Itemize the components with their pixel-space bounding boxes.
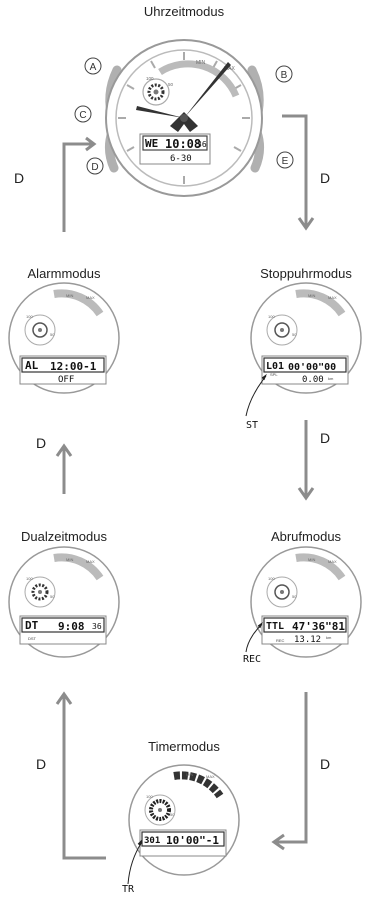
- recall-lcd-rec-label: REC: [276, 638, 285, 643]
- recall-lcd: [263, 617, 347, 633]
- timer-lcd: [141, 831, 225, 847]
- dualtime-dial-100: 100: [26, 576, 33, 581]
- callout-rec: REC: [243, 654, 261, 665]
- timer-dial-min: MIN: [186, 772, 193, 777]
- stopwatch-lcd-unit: km: [328, 376, 334, 381]
- button-label-c: C: [79, 110, 86, 121]
- lcd-date: 6-30: [170, 154, 192, 164]
- alarm-lcd-mode: AL: [25, 359, 39, 372]
- arrow-label-d-bottom-left: D: [36, 756, 47, 772]
- recall-dial-max: MAX: [328, 559, 337, 564]
- recall-dial-50: 50: [292, 594, 297, 599]
- stopwatch-lcd-mode: L01: [266, 361, 284, 372]
- lcd-day: WE: [145, 137, 158, 150]
- mode-title-alarm: Alarmmodus: [27, 266, 101, 281]
- dial-max-label: MAX: [224, 66, 236, 72]
- mode-title-dualtime: Dualzeitmodus: [21, 529, 107, 544]
- lcd-seconds: 36: [197, 140, 207, 149]
- recall-dial-100: 100: [268, 576, 275, 581]
- dualtime-dial-50: 50: [50, 594, 55, 599]
- watch-timekeeping: MIN MAX 100 50 WE 10:08 36 6-30 A C D B …: [74, 39, 294, 197]
- alarm-dial-100: 100: [26, 314, 33, 319]
- arrow-label-d-middle-left: D: [36, 435, 47, 451]
- subdial-50-label: 50: [168, 82, 174, 87]
- watch-dualtime: MIN MAX 100 50 DT 9:08 36 DST: [8, 546, 120, 658]
- timer-lcd-time: 10'00"-1: [166, 834, 219, 847]
- recall-lcd-time: 47'36"81: [292, 620, 345, 633]
- watch-alarm: MIN MAX 100 50 AL 12:00-1 OFF: [8, 282, 120, 394]
- lcd-time: 10:08: [165, 137, 201, 151]
- arrow-recall-to-timer: [276, 692, 308, 844]
- dualtime-dial-min: MIN: [66, 557, 73, 562]
- stopwatch-dial-100: 100: [268, 314, 275, 319]
- alarm-dial-max: MAX: [86, 295, 95, 300]
- subdial-100-label: 100: [146, 76, 154, 81]
- dualtime-lcd-dst: DST: [28, 636, 37, 641]
- arrow-label-d-top-left: D: [14, 170, 25, 186]
- alarm-lcd-time: 12:00-1: [50, 360, 97, 373]
- arrow-label-d-middle-right: D: [320, 430, 331, 446]
- stopwatch-lcd: [263, 357, 347, 373]
- arrow-label-d-bottom-right: D: [320, 756, 331, 772]
- mode-title-timer: Timermodus: [148, 739, 220, 754]
- watch-recall: MIN MAX 100 50 TTL 47'36"81 REC 13.12 km: [245, 546, 362, 658]
- arrow-timer-to-dualtime: [62, 696, 106, 860]
- dualtime-lcd-seconds: 36: [92, 622, 102, 631]
- arrow-label-d-top-right: D: [320, 170, 331, 186]
- hour-hand: [136, 106, 184, 118]
- stopwatch-dial-min: MIN: [308, 293, 315, 298]
- dualtime-lcd-time: 9:08: [58, 620, 85, 633]
- watch-stopwatch: MIN MAX 100 50 L01 00'00"00 SPL 0.00 km: [245, 282, 362, 417]
- button-label-d: D: [91, 162, 98, 173]
- dualtime-lcd-mode: DT: [25, 619, 39, 632]
- stopwatch-lcd-time: 00'00"00: [288, 362, 336, 373]
- mode-title-timekeeping: Uhrzeitmodus: [143, 4, 225, 19]
- callout-tr: TR: [122, 884, 135, 895]
- alarm-dial-50: 50: [50, 332, 55, 337]
- watch-timer: MIN MAX 100 50 301 10'00"-1: [127, 764, 240, 885]
- recall-lcd-distance: 13.12: [294, 635, 321, 645]
- arrow-alarm-to-timekeeping: [62, 142, 92, 232]
- stopwatch-dial-50: 50: [292, 332, 297, 337]
- button-label-e: E: [282, 156, 289, 167]
- stopwatch-dial-max: MAX: [328, 295, 337, 300]
- timer-dial-50: 50: [170, 812, 175, 817]
- mode-title-stopwatch: Stoppuhrmodus: [260, 266, 352, 281]
- arrow-timekeeping-to-stopwatch: [282, 114, 308, 226]
- recall-lcd-mode: TTL: [266, 621, 284, 632]
- alarm-lcd-state: OFF: [58, 375, 74, 385]
- stopwatch-lcd-distance: 0.00: [302, 375, 324, 385]
- mode-title-recall: Abrufmodus: [270, 529, 342, 544]
- timer-lcd-mode: 301: [144, 836, 160, 846]
- dualtime-dial-max: MAX: [86, 559, 95, 564]
- button-label-a: A: [90, 62, 97, 73]
- timer-dial-max: MAX: [206, 774, 215, 779]
- dial-min-label: MIN: [196, 60, 206, 66]
- button-label-b: B: [281, 70, 288, 81]
- dualtime-lcd: [21, 617, 105, 633]
- timer-dial-100: 100: [146, 794, 153, 799]
- recall-dial-min: MIN: [308, 557, 315, 562]
- stopwatch-lcd-sublabel: SPL: [270, 372, 278, 377]
- minute-hand: [184, 62, 231, 118]
- recall-lcd-unit: km: [326, 635, 332, 640]
- callout-st: ST: [246, 420, 258, 431]
- alarm-lcd: [21, 357, 105, 373]
- flow-arrows: [55, 114, 315, 860]
- lcd-upper: [142, 135, 208, 151]
- alarm-dial-min: MIN: [66, 293, 73, 298]
